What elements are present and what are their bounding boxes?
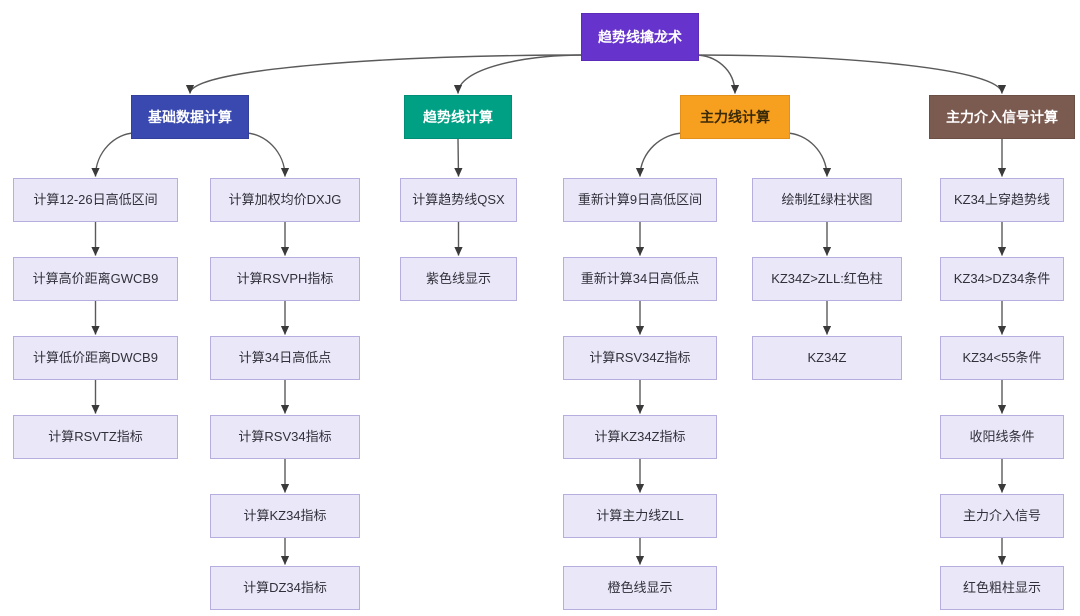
node-label: 绘制红绿柱状图 — [781, 192, 873, 208]
edge-curve — [244, 132, 290, 177]
step-node-c6-3[interactable]: KZ34<55条件 — [940, 336, 1064, 380]
node-label: 趋势线计算 — [423, 108, 493, 125]
step-node-c6-6[interactable]: 红色粗柱显示 — [940, 566, 1064, 610]
node-label: KZ34Z — [807, 350, 847, 366]
node-label: 计算加权均价DXJG — [228, 192, 342, 208]
node-label: 趋势线擒龙术 — [598, 28, 682, 45]
step-node-c4-4[interactable]: 计算KZ34Z指标 — [563, 415, 717, 459]
root-node-趋势线擒龙术[interactable]: 趋势线擒龙术 — [581, 13, 699, 61]
edge-straight — [454, 138, 463, 177]
node-label: KZ34<55条件 — [962, 350, 1042, 366]
node-label: 计算RSV34指标 — [238, 429, 332, 445]
node-label: 计算12-26日高低区间 — [33, 192, 158, 208]
node-label: 基础数据计算 — [148, 108, 232, 125]
node-label: 计算RSVTZ指标 — [48, 429, 143, 445]
step-node-c6-4[interactable]: 收阳线条件 — [940, 415, 1064, 459]
edge-curve — [694, 54, 740, 94]
step-node-c2-1[interactable]: 计算加权均价DXJG — [210, 178, 360, 222]
edge-curve — [785, 132, 832, 177]
step-node-c1-2[interactable]: 计算高价距离GWCB9 — [13, 257, 178, 301]
step-node-c4-6[interactable]: 橙色线显示 — [563, 566, 717, 610]
category-node-主力介入信号计算[interactable]: 主力介入信号计算 — [929, 95, 1075, 139]
step-node-c2-2[interactable]: 计算RSVPH指标 — [210, 257, 360, 301]
edge-curve — [185, 54, 586, 94]
step-node-c4-3[interactable]: 计算RSV34Z指标 — [563, 336, 717, 380]
step-node-c6-5[interactable]: 主力介入信号 — [940, 494, 1064, 538]
step-node-c6-1[interactable]: KZ34上穿趋势线 — [940, 178, 1064, 222]
node-label: 计算KZ34指标 — [243, 508, 327, 524]
step-node-c4-2[interactable]: 重新计算34日高低点 — [563, 257, 717, 301]
node-label: 计算高价距离GWCB9 — [32, 271, 159, 287]
node-label: 计算RSVPH指标 — [236, 271, 334, 287]
step-node-c3-1[interactable]: 计算趋势线QSX — [400, 178, 517, 222]
node-label: 计算主力线ZLL — [596, 508, 684, 524]
category-node-主力线计算[interactable]: 主力线计算 — [680, 95, 790, 139]
step-node-c3-2[interactable]: 紫色线显示 — [400, 257, 517, 301]
category-node-趋势线计算[interactable]: 趋势线计算 — [404, 95, 512, 139]
node-label: 计算RSV34Z指标 — [589, 350, 691, 366]
node-label: 计算KZ34Z指标 — [594, 429, 686, 445]
node-label: 计算DZ34指标 — [243, 580, 327, 596]
edge-curve — [694, 54, 1007, 94]
step-node-c5-2[interactable]: KZ34Z>ZLL:红色柱 — [752, 257, 902, 301]
node-label: 主力线计算 — [700, 108, 770, 125]
step-node-c5-1[interactable]: 绘制红绿柱状图 — [752, 178, 902, 222]
node-label: 重新计算9日高低区间 — [577, 192, 703, 208]
step-node-c2-4[interactable]: 计算RSV34指标 — [210, 415, 360, 459]
node-label: 计算低价距离DWCB9 — [33, 350, 158, 366]
step-node-c4-1[interactable]: 重新计算9日高低区间 — [563, 178, 717, 222]
node-label: 计算趋势线QSX — [412, 192, 505, 208]
step-node-c6-2[interactable]: KZ34>DZ34条件 — [940, 257, 1064, 301]
node-label: 重新计算34日高低点 — [580, 271, 700, 287]
edge-curve — [635, 132, 685, 177]
node-label: 红色粗柱显示 — [962, 580, 1041, 596]
step-node-c1-4[interactable]: 计算RSVTZ指标 — [13, 415, 178, 459]
node-label: 收阳线条件 — [969, 429, 1035, 445]
step-node-c1-1[interactable]: 计算12-26日高低区间 — [13, 178, 178, 222]
node-label: 主力介入信号计算 — [946, 108, 1058, 125]
node-label: 紫色线显示 — [425, 271, 491, 287]
step-node-c2-3[interactable]: 计算34日高低点 — [210, 336, 360, 380]
step-node-c5-3[interactable]: KZ34Z — [752, 336, 902, 380]
node-label: 计算34日高低点 — [238, 350, 332, 366]
category-node-基础数据计算[interactable]: 基础数据计算 — [131, 95, 249, 139]
node-label: KZ34>DZ34条件 — [953, 271, 1051, 287]
node-label: 橙色线显示 — [607, 580, 673, 596]
node-label: KZ34Z>ZLL:红色柱 — [771, 271, 883, 287]
node-label: 主力介入信号 — [962, 508, 1041, 524]
step-node-c2-6[interactable]: 计算DZ34指标 — [210, 566, 360, 610]
node-label: KZ34上穿趋势线 — [953, 192, 1051, 208]
step-node-c2-5[interactable]: 计算KZ34指标 — [210, 494, 360, 538]
step-node-c4-5[interactable]: 计算主力线ZLL — [563, 494, 717, 538]
edge-curve — [453, 54, 586, 94]
edge-curve — [91, 132, 136, 177]
step-node-c1-3[interactable]: 计算低价距离DWCB9 — [13, 336, 178, 380]
